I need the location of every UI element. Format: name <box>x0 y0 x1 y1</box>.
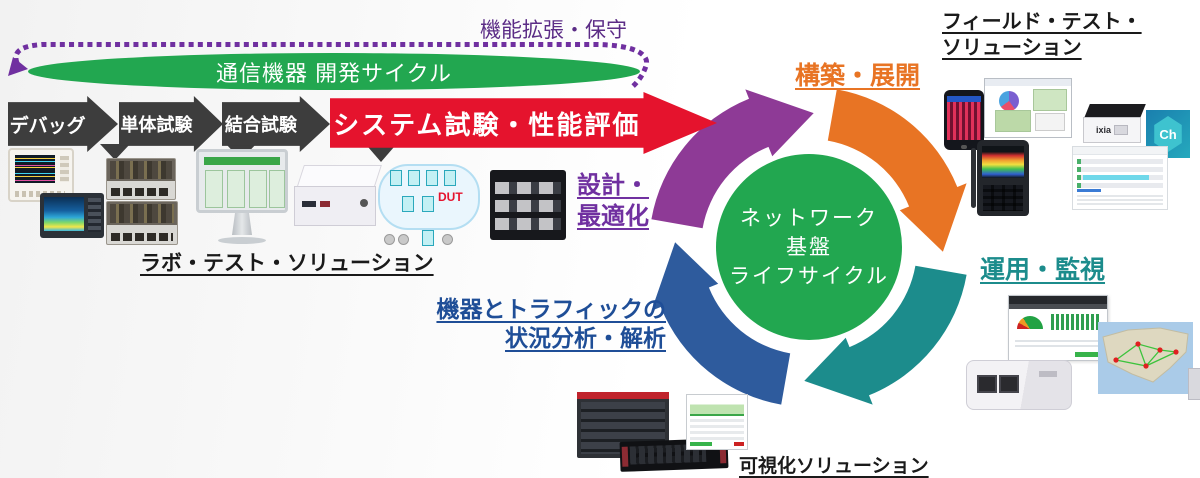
dut-label: DUT <box>438 190 463 204</box>
phase-label-design: 設計・ 最適化 <box>577 172 649 230</box>
smartphone-image <box>944 90 984 150</box>
stage-arrow-debug-label: デバッグ <box>9 115 86 137</box>
spectrum-analyzer-image <box>40 193 104 238</box>
spectrum-analyzer-screen <box>44 197 84 231</box>
ethernet-port <box>999 375 1019 393</box>
ixia-appliance-image: ixia <box>1083 104 1146 143</box>
rack-server-image <box>490 170 566 240</box>
lifecycle-cycle <box>651 89 967 405</box>
network-probe-image <box>966 360 1072 410</box>
stage-arrow-integration-test-label: 結合試験 <box>224 115 297 135</box>
maintenance-label: 機能拡張・保守 <box>480 19 627 42</box>
lab-solution-label: ラボ・テスト・ソリューション <box>140 252 434 275</box>
network-map-image <box>1098 322 1193 394</box>
test-module-card-image <box>106 158 176 200</box>
lifecycle-arc-design <box>651 89 814 229</box>
lifecycle-arc-build <box>827 89 967 252</box>
network-dut-diagram-image: DUT <box>378 164 480 252</box>
stage-arrow-integration-test: 結合試験 <box>222 96 330 152</box>
monitoring-dashboard-image <box>1008 295 1108 361</box>
field-solution-label: フィールド・テスト・ ソリューション <box>942 11 1142 59</box>
desktop-monitor-image <box>196 149 288 247</box>
test-appliance-image <box>294 165 382 226</box>
stage-arrow-unit-test: 単体試験 <box>119 96 223 152</box>
maintenance-loop-arrow <box>8 42 650 90</box>
bar-chart-thumbnail <box>1051 314 1101 330</box>
stage-arrow-debug: デバッグ <box>8 96 118 152</box>
drive-test-software-image <box>984 78 1072 138</box>
oscilloscope-screen <box>15 155 55 183</box>
dev-cycle-ellipse-label: 通信機器 開発サイクル <box>215 60 452 86</box>
phase-label-build: 構築・展開 <box>795 62 921 90</box>
ethernet-port <box>977 375 997 393</box>
test-module-card-image <box>106 201 178 245</box>
analytics-dashboard-image <box>686 394 748 450</box>
maintenance-loop-arrowhead-icon <box>8 57 28 76</box>
results-table-image <box>1072 146 1168 210</box>
stage-arrow-system-test-label: システム試験・性能評価 <box>333 109 641 140</box>
phase-label-analyze: 機器とトラフィックの 状況分析・解析 <box>436 296 666 351</box>
gauge-thumbnail <box>1017 316 1043 329</box>
stage-arrow-unit-test-label: 単体試験 <box>120 115 193 135</box>
lifecycle-arc-analyze <box>651 242 791 405</box>
lifecycle-arc-operate <box>804 265 967 405</box>
cropped-device-edge <box>1188 368 1200 400</box>
lifecycle-center-circle <box>716 154 902 340</box>
connector-down-arrow-icon <box>368 147 394 162</box>
visualization-solution-label: 可視化ソリューション <box>739 456 929 477</box>
handheld-analyzer-image <box>971 140 1029 216</box>
lifecycle-center-label: ネットワーク 基盤 ライフサイクル <box>729 207 889 288</box>
phase-label-operate: 運用・監視 <box>980 256 1106 284</box>
stage-arrow-system-test: システム試験・性能評価 <box>330 92 717 154</box>
pie-chart-thumbnail <box>999 91 1019 111</box>
oscilloscope-image <box>8 148 74 202</box>
ixia-logo: ixia <box>1095 125 1111 135</box>
maintenance-loop-path <box>13 42 650 90</box>
dev-cycle-ellipse: 通信機器 開発サイクル <box>28 53 640 90</box>
